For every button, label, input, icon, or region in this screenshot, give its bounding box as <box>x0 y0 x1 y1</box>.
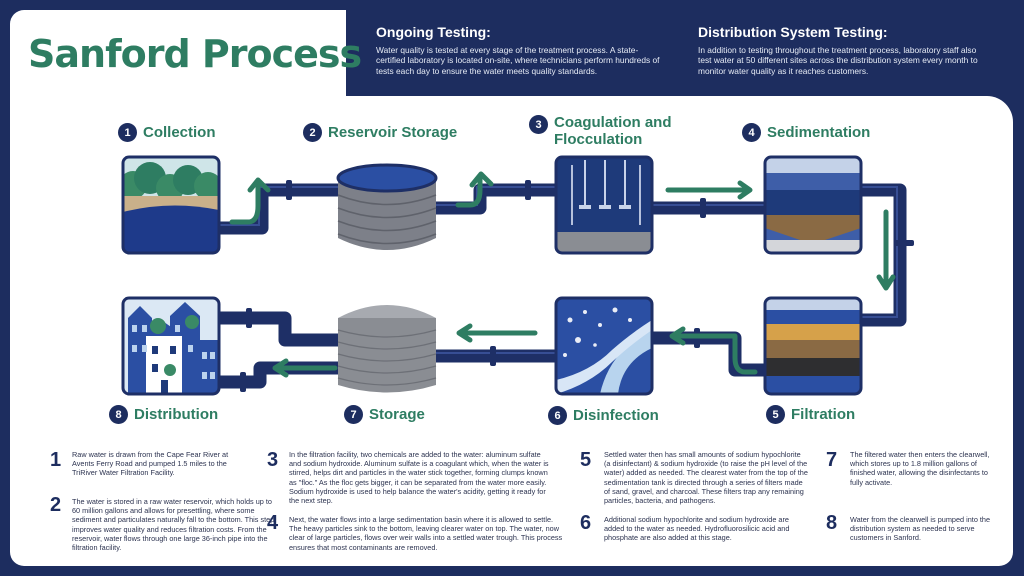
stage-label: Disinfection <box>573 407 659 424</box>
ongoing-testing-text: Water quality is tested at every stage o… <box>376 45 660 76</box>
stage-label: Distribution <box>134 406 219 423</box>
disinfection-illustration <box>556 298 652 394</box>
step-number: 1 <box>50 449 62 471</box>
step-description: Water from the clearwell is pumped into … <box>850 515 991 543</box>
reservoir-illustration <box>336 163 438 250</box>
flow-arrows <box>229 171 896 378</box>
storage-tank-illustration <box>337 305 437 393</box>
step-description: Next, the water flows into a large sedim… <box>289 515 563 552</box>
stage-label: Filtration <box>791 406 856 423</box>
stage-sedimentation: 4 Sedimentation <box>742 123 870 142</box>
page-title: Sanford Process <box>28 32 362 76</box>
pipe-flanges <box>240 180 914 392</box>
stage-number-badge: 2 <box>303 123 322 142</box>
step-number: 5 <box>580 449 592 471</box>
stage-number-badge: 1 <box>118 123 137 142</box>
title-panel <box>10 10 346 96</box>
coagulation-illustration <box>556 157 652 253</box>
stage-number-badge: 8 <box>109 405 128 424</box>
filtration-illustration <box>765 298 861 394</box>
step-number: 7 <box>826 449 838 471</box>
stage-coagulation-flocculation: 3 Coagulation and Flocculation <box>529 114 694 148</box>
step-description: Raw water is drawn from the Cape Fear Ri… <box>72 450 229 478</box>
stage-number-badge: 5 <box>766 405 785 424</box>
stage-reservoir-storage: 2 Reservoir Storage <box>303 123 457 142</box>
stage-label: Collection <box>143 124 216 141</box>
stage-disinfection: 6 Disinfection <box>548 406 659 425</box>
stage-number-badge: 6 <box>548 406 567 425</box>
step-number: 3 <box>267 449 279 471</box>
step-description: In the filtration facility, two chemical… <box>289 450 549 506</box>
step-description: Additional sodium hypochlorite and sodiu… <box>604 515 790 543</box>
sedimentation-illustration <box>765 157 861 253</box>
step-number: 4 <box>267 512 279 534</box>
stage-distribution: 8 Distribution <box>109 405 218 424</box>
collection-illustration <box>123 157 219 253</box>
stage-label: Coagulation and Flocculation <box>554 114 672 148</box>
ongoing-testing-title: Ongoing Testing: <box>376 24 491 40</box>
stage-number-badge: 3 <box>529 115 548 134</box>
step-number: 8 <box>826 512 838 534</box>
step-description: The water is stored in a raw water reser… <box>72 497 275 553</box>
distribution-testing-text: In addition to testing throughout the tr… <box>698 45 978 76</box>
step-description: Settled water then has small amounts of … <box>604 450 808 506</box>
stage-storage: 7 Storage <box>344 405 425 424</box>
step-description: The filtered water then enters the clear… <box>850 450 990 487</box>
stage-collection: 1 Collection <box>118 123 216 142</box>
stage-label: Sedimentation <box>767 124 871 141</box>
stage-number-badge: 4 <box>742 123 761 142</box>
stage-number-badge: 7 <box>344 405 363 424</box>
distribution-testing-title: Distribution System Testing: <box>698 24 888 40</box>
stage-filtration: 5 Filtration <box>766 405 855 424</box>
distribution-illustration <box>123 298 219 394</box>
step-number: 6 <box>580 512 592 534</box>
stage-label: Storage <box>369 406 425 423</box>
step-number: 2 <box>50 494 62 516</box>
stage-label: Reservoir Storage <box>328 124 458 141</box>
